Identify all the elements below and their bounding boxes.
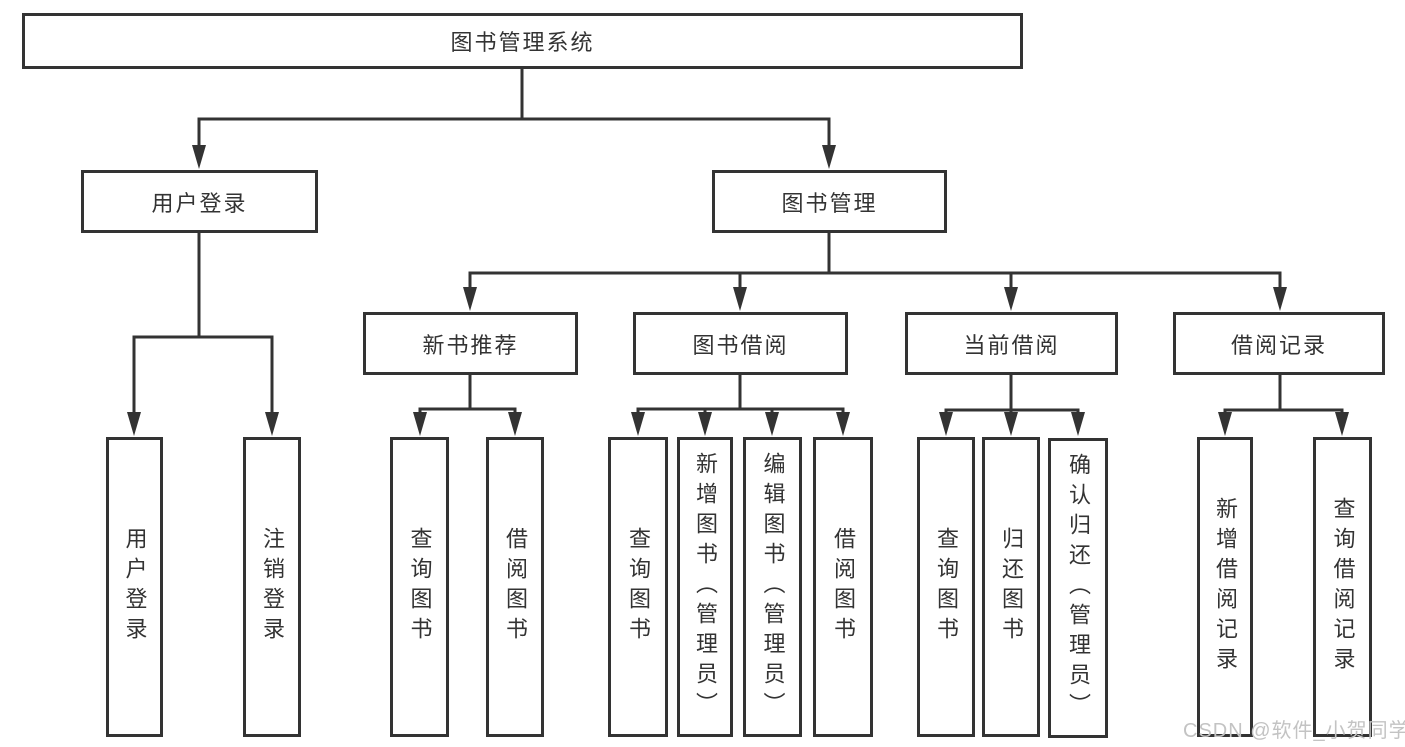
leaf-br-add-record: 新增借阅记录 (1197, 437, 1253, 737)
node-new-book-recommend-label: 新书推荐 (422, 332, 519, 358)
node-user-login-label: 用户登录 (151, 190, 248, 216)
leaf-user-login: 用户登录 (106, 437, 163, 737)
leaf-br-add-record-label: 新增借阅记录 (1213, 497, 1238, 677)
leaf-bb-add-book-admin: 新增图书（管理员） (677, 437, 733, 737)
leaf-nb-borrow-book: 借阅图书 (486, 437, 544, 737)
node-book-borrow-label: 图书借阅 (692, 332, 789, 358)
node-book-management-label: 图书管理 (781, 190, 878, 216)
leaf-user-login-label: 用户登录 (122, 527, 148, 647)
leaf-nb-borrow-book-label: 借阅图书 (503, 527, 528, 647)
leaf-cb-confirm-return-admin-label: 确认归还（管理员） (1066, 453, 1091, 723)
leaf-bb-edit-book-admin-label: 编辑图书（管理员） (760, 452, 786, 722)
node-borrow-record: 借阅记录 (1173, 312, 1385, 375)
node-book-management: 图书管理 (712, 170, 947, 233)
arrowhead-icons (127, 145, 1349, 436)
leaf-bb-query-book: 查询图书 (608, 437, 668, 737)
leaf-bb-borrow-book: 借阅图书 (813, 437, 873, 737)
leaf-bb-edit-book-admin: 编辑图书（管理员） (743, 437, 802, 737)
leaf-br-query-record-label: 查询借阅记录 (1330, 497, 1356, 677)
node-borrow-record-label: 借阅记录 (1230, 332, 1327, 358)
leaf-nb-query-book: 查询图书 (390, 437, 449, 737)
leaf-bb-query-book-label: 查询图书 (626, 527, 651, 647)
leaf-bb-add-book-admin-label: 新增图书（管理员） (693, 452, 718, 722)
node-new-book-recommend: 新书推荐 (363, 312, 578, 375)
leaf-cb-return-book: 归还图书 (982, 437, 1040, 737)
leaf-bb-borrow-book-label: 借阅图书 (831, 527, 856, 647)
node-root: 图书管理系统 (22, 13, 1023, 69)
leaf-cb-query-book-label: 查询图书 (934, 527, 959, 647)
leaf-nb-query-book-label: 查询图书 (407, 527, 433, 647)
node-user-login: 用户登录 (81, 170, 318, 233)
leaf-br-query-record: 查询借阅记录 (1313, 437, 1372, 737)
leaf-logout-login: 注销登录 (243, 437, 301, 737)
leaf-cb-query-book: 查询图书 (917, 437, 975, 737)
leaf-cb-confirm-return-admin: 确认归还（管理员） (1048, 438, 1108, 738)
node-root-label: 图书管理系统 (450, 30, 595, 55)
leaf-cb-return-book-label: 归还图书 (999, 527, 1024, 647)
node-current-borrow-label: 当前借阅 (963, 332, 1060, 358)
node-current-borrow: 当前借阅 (905, 312, 1118, 375)
node-book-borrow: 图书借阅 (633, 312, 848, 375)
leaf-logout-login-label: 注销登录 (260, 527, 285, 647)
csdn-watermark: CSDN @软件_小贺同学 (1183, 720, 1405, 742)
